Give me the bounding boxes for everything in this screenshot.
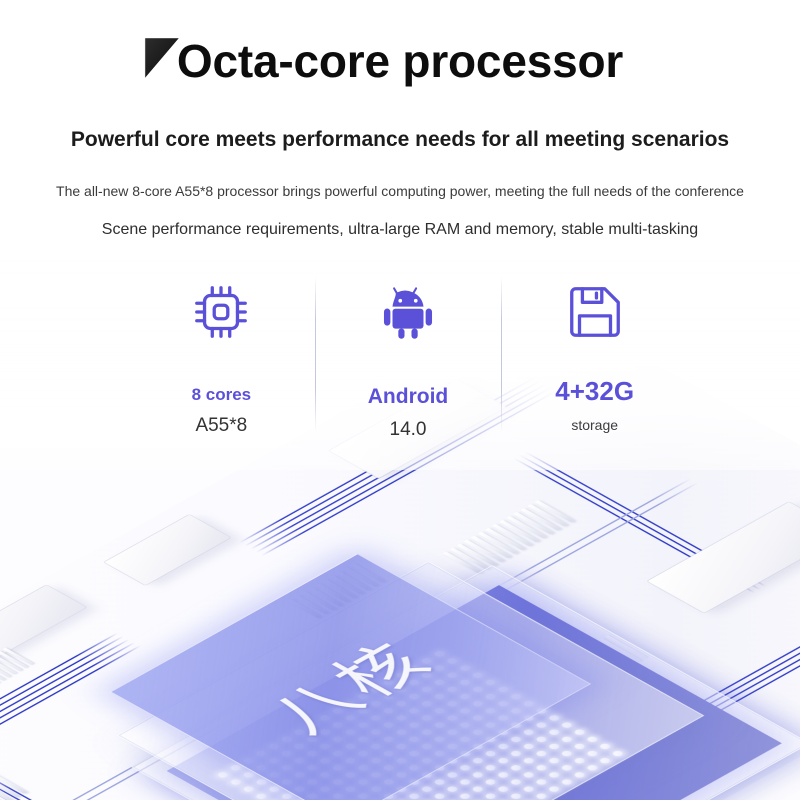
feature-label: 8 cores xyxy=(191,385,252,404)
feature-list: 8 cores A55*8 Android xyxy=(128,268,688,440)
page-title: Octa-core processor xyxy=(176,35,624,87)
description-line-1: The all-new 8-core A55*8 processor bring… xyxy=(56,183,744,199)
feature-sublabel: storage xyxy=(571,417,619,433)
title-wrap: Octa-core processor xyxy=(144,35,624,87)
floppy-disk-storage-icon xyxy=(564,276,626,348)
flag-marker-icon xyxy=(144,38,179,78)
description-line-2: Scene performance requirements, ultra-la… xyxy=(101,221,699,238)
android-robot-icon xyxy=(377,276,439,348)
feature-label: Android xyxy=(367,385,449,408)
feature-card-storage: 4+32G storage xyxy=(501,268,688,440)
feature-label: 4+32G xyxy=(555,376,635,406)
feature-card-android: Android 14.0 xyxy=(314,268,502,440)
feature-sublabel: A55*8 xyxy=(195,415,248,436)
cpu-chip-icon xyxy=(190,276,252,348)
page-subtitle: Powerful core meets performance needs fo… xyxy=(70,128,730,151)
feature-sublabel: 14.0 xyxy=(389,419,427,440)
feature-card-cores: 8 cores A55*8 xyxy=(128,268,315,440)
title-row: Octa-core processor xyxy=(0,36,800,87)
